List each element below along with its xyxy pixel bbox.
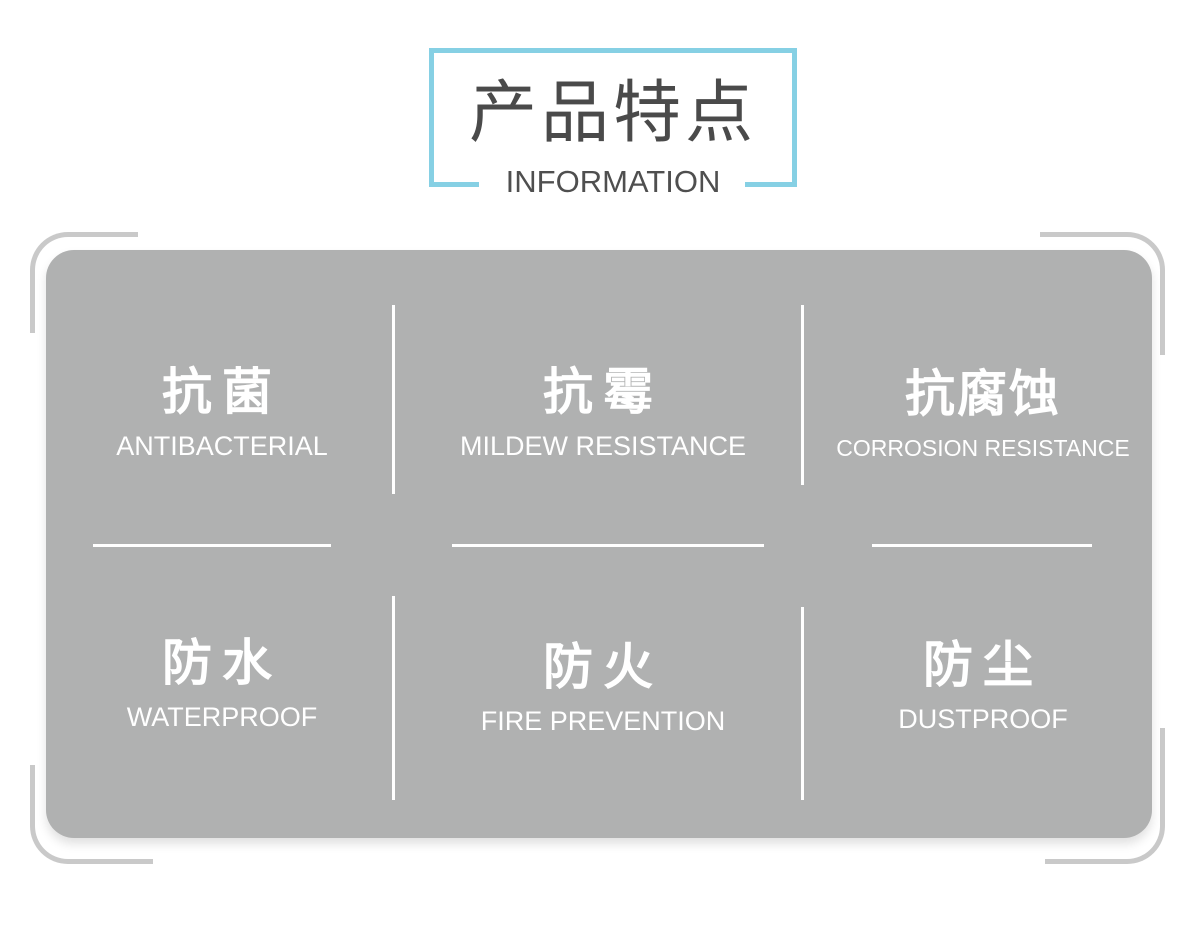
feature-title: 抗腐蚀 [905,365,1061,423]
title-frame [429,48,797,187]
divider-vertical-bottom-right [801,607,804,800]
divider-horizontal-left [93,544,331,547]
feature-title: 防水 [162,634,282,692]
feature-corrosion-resistance: 抗腐蚀 CORROSION RESISTANCE [826,364,1140,464]
divider-horizontal-right [872,544,1092,547]
divider-horizontal-middle [452,544,764,547]
divider-vertical-top-right [801,305,804,485]
divider-vertical-top-left [392,305,395,494]
corner-bracket-top-left [30,232,138,333]
divider-vertical-bottom-left [392,596,395,800]
feature-subtitle: FIRE PREVENTION [480,706,726,736]
feature-mildew-resistance: 抗霉 MILDEW RESISTANCE [440,362,766,462]
feature-title: 抗菌 [162,363,282,421]
corner-bracket-bottom-left [30,765,153,864]
feature-subtitle: MILDEW RESISTANCE [459,431,747,461]
feature-title: 抗霉 [543,363,663,421]
title-frame-bottom-right [745,182,795,187]
feature-fire-prevention: 防火 FIRE PREVENTION [440,637,766,737]
page-title: 产品特点 [468,74,757,153]
feature-subtitle: WATERPROOF [126,702,318,732]
feature-waterproof: 防水 WATERPROOF [93,633,351,733]
corner-bracket-top-right [1040,232,1165,355]
feature-title: 防尘 [923,636,1043,694]
page-subtitle: INFORMATION [505,164,721,199]
feature-antibacterial: 抗菌 ANTIBACTERIAL [93,362,351,462]
feature-subtitle: DUSTPROOF [898,704,1068,734]
feature-subtitle: ANTIBACTERIAL [116,431,328,461]
title-frame-bottom-left [429,182,479,187]
corner-bracket-bottom-right [1045,728,1165,864]
feature-dustproof: 防尘 DUSTPROOF [826,635,1140,735]
feature-subtitle: CORROSION RESISTANCE [836,435,1130,461]
feature-title: 防火 [543,638,663,696]
